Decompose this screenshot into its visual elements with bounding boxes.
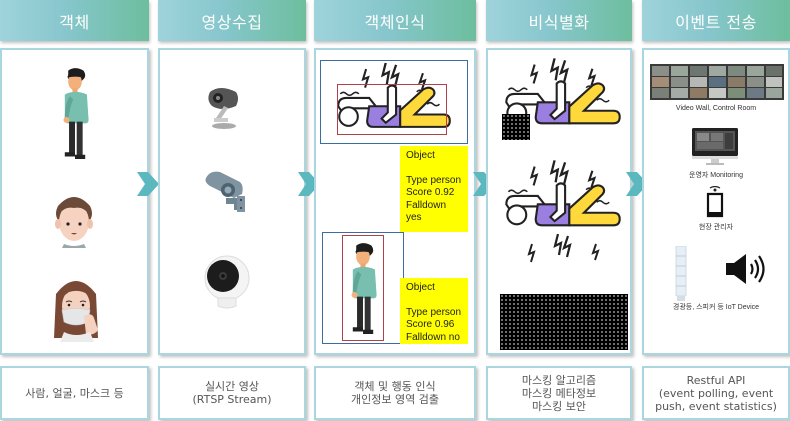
speaker-icon	[726, 254, 765, 284]
operator-monitoring-label: 운영자 Monitoring	[689, 172, 743, 179]
footer-event-transfer-line-1: Restful API	[686, 373, 746, 387]
footer-de-identification-line-3: 마스킹 보안	[531, 399, 587, 413]
footer-event-transfer-line-2: (event polling, event	[658, 386, 774, 400]
column-event-transfer: 이벤트 전송 Video Wall, Control Room 운영자 Moni…	[642, 0, 790, 421]
lightning-icon	[527, 234, 600, 263]
footer-video-capture-line-1: 실시간 영상	[204, 380, 260, 393]
column-object: 객체 사람, 얼굴, 마스크	[0, 0, 149, 421]
monitor-icon	[692, 128, 738, 165]
signal-tower-light-icon	[675, 246, 687, 301]
fallen-person-image	[500, 158, 626, 236]
male-face-avatar-icon	[55, 197, 93, 248]
bounding-box-2	[342, 235, 384, 341]
smartphone-icon	[706, 186, 724, 218]
detection-label-2: Object Type person Score 0.96 Falldown n…	[400, 278, 468, 344]
footer-de-identification: 마스킹 알고리즘 마스킹 메타정보 마스킹 보안	[486, 366, 632, 420]
detection-1-falldown: Falldown	[406, 199, 447, 211]
header-object: 객체	[0, 0, 149, 41]
footer-video-capture-line-2: (RTSP Stream)	[192, 393, 272, 406]
footer-video-capture: 실시간 영상 (RTSP Stream)	[158, 366, 306, 420]
full-body-mask-block	[500, 294, 628, 350]
footer-event-transfer-line-3: push, event statistics)	[655, 399, 777, 413]
standing-person-image	[346, 240, 380, 338]
video-wall-icon	[650, 64, 784, 100]
footer-de-identification-line-1: 마스킹 알고리즘	[521, 373, 597, 387]
footer-object-line-1: 사람, 얼굴, 마스크 등	[25, 386, 124, 400]
bullet-cctv-camera-icon	[205, 171, 245, 212]
footer-object-recognition-line-1: 객체 및 행동 인식	[354, 380, 436, 393]
detection-1-score: Score 0.92	[406, 187, 455, 198]
footer-object-recognition: 객체 및 행동 인식 개인정보 영역 검출	[314, 366, 476, 420]
detection-2-falldown: Falldown no	[406, 331, 460, 343]
panel-object	[0, 48, 149, 355]
footer-object-recognition-line-2: 개인정보 영역 검출	[351, 393, 439, 406]
standing-person-icon	[58, 64, 92, 164]
flow-arrow-1	[137, 172, 159, 196]
detection-1-type: Type person	[406, 174, 462, 186]
header-video-capture: 영상수집	[158, 0, 306, 41]
face-mask-block	[502, 114, 530, 140]
column-de-identification: 비식별화 마스킹 알고리즘 마스킹 메타정보 마스킹 보안	[486, 0, 632, 421]
header-de-identification: 비식별화	[486, 0, 632, 41]
panel-video-capture	[158, 48, 306, 355]
panel-de-identification	[486, 48, 632, 355]
detection-1-title: Object	[406, 150, 435, 161]
column-object-recognition: 객체인식 Object Type person Score 0.92 Falld…	[314, 0, 476, 421]
header-event-transfer: 이벤트 전송	[642, 0, 790, 41]
detection-2-type: Type person	[406, 306, 462, 318]
footer-object: 사람, 얼굴, 마스크 등	[0, 366, 149, 420]
masked-woman-avatar-icon	[54, 281, 98, 342]
video-wall-label: Video Wall, Control Room	[675, 105, 757, 112]
iot-device-label: 경광등, 스피커 등 IoT Device	[672, 304, 760, 311]
detection-1-falldown-value: yes	[406, 212, 422, 223]
chevron-right-icon	[137, 172, 159, 196]
detection-label-1: Object Type person Score 0.92 Falldown y…	[400, 146, 468, 232]
header-object-recognition: 객체인식	[314, 0, 476, 41]
column-video-capture: 영상수집 실시간	[158, 0, 306, 421]
panel-event-transfer: Video Wall, Control Room 운영자 Monitoring …	[642, 48, 790, 355]
bounding-box-1	[337, 84, 447, 135]
panel-object-recognition: Object Type person Score 0.92 Falldown y…	[314, 48, 476, 355]
home-ip-camera-icon	[204, 255, 250, 309]
footer-de-identification-line-2: 마스킹 메타정보	[521, 386, 597, 400]
detection-frame-1	[320, 60, 468, 144]
footer-event-transfer: Restful API (event polling, event push, …	[642, 366, 790, 420]
ptz-camera-icon	[208, 88, 238, 129]
detection-2-score: Score 0.96	[406, 319, 455, 330]
field-manager-label: 현장 관리자	[698, 224, 734, 231]
detection-2-title: Object	[406, 282, 435, 293]
